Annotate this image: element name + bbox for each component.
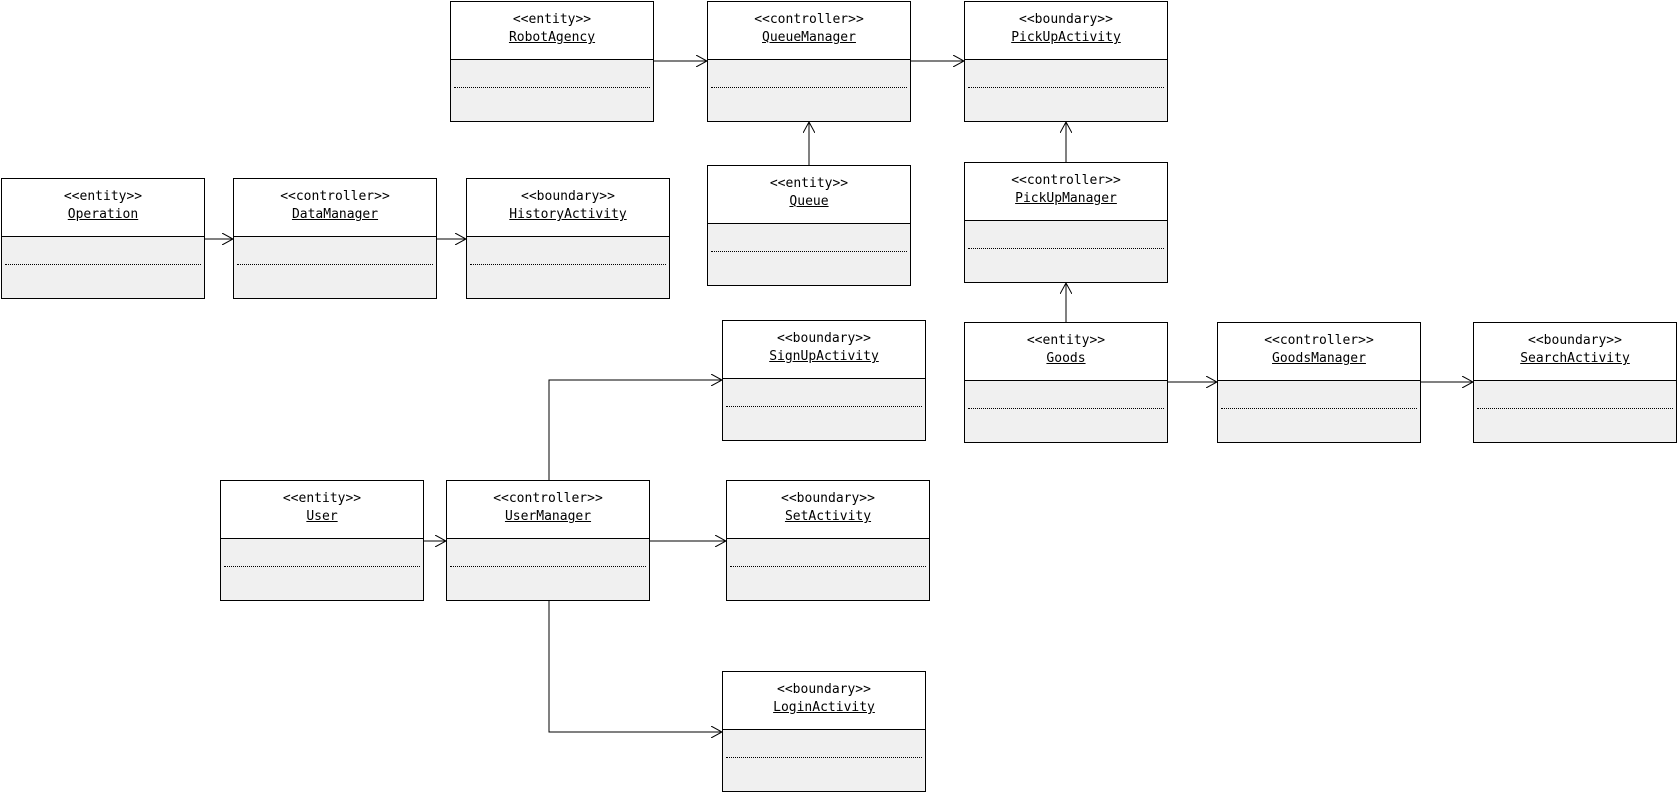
class-goodsmanager[interactable]: <<controller>> GoodsManager	[1217, 322, 1421, 443]
class-header: <<boundary>> SetActivity	[727, 481, 929, 539]
stereotype-label: <<controller>>	[754, 12, 864, 27]
attributes-compartment	[968, 60, 1164, 88]
attributes-compartment	[470, 237, 666, 265]
class-name: PickUpActivity	[1011, 30, 1121, 45]
class-name: Operation	[67, 207, 139, 222]
class-queuemanager[interactable]: <<controller>> QueueManager	[707, 1, 911, 122]
class-header: <<entity>> Goods	[965, 323, 1167, 381]
stereotype-label: <<entity>>	[282, 491, 362, 506]
class-usermanager[interactable]: <<controller>> UserManager	[446, 480, 650, 601]
class-setactivity[interactable]: <<boundary>> SetActivity	[726, 480, 930, 601]
class-header: <<entity>> Queue	[708, 166, 910, 224]
class-header: <<entity>> RobotAgency	[451, 2, 653, 60]
stereotype-label: <<boundary>>	[1019, 12, 1113, 27]
class-operation[interactable]: <<entity>> Operation	[1, 178, 205, 299]
stereotype-label: <<boundary>>	[521, 189, 615, 204]
class-header: <<controller>> PickUpManager	[965, 163, 1167, 221]
class-header: <<entity>> User	[221, 481, 423, 539]
stereotype-label: <<boundary>>	[777, 331, 871, 346]
class-header: <<controller>> UserManager	[447, 481, 649, 539]
class-pickupmanager[interactable]: <<controller>> PickUpManager	[964, 162, 1168, 283]
class-name: RobotAgency	[508, 30, 596, 45]
class-name: SearchActivity	[1520, 351, 1630, 366]
link-usermanager-signupactivity	[548, 380, 722, 480]
stereotype-label: <<boundary>>	[1528, 333, 1622, 348]
attributes-compartment	[1221, 381, 1417, 409]
stereotype-label: <<entity>>	[1026, 333, 1106, 348]
class-datamanager[interactable]: <<controller>> DataManager	[233, 178, 437, 299]
class-searchactivity[interactable]: <<boundary>> SearchActivity	[1473, 322, 1677, 443]
class-user[interactable]: <<entity>> User	[220, 480, 424, 601]
class-name: SignUpActivity	[769, 349, 879, 364]
class-name: GoodsManager	[1272, 351, 1366, 366]
attributes-compartment	[224, 539, 420, 567]
class-header: <<controller>> QueueManager	[708, 2, 910, 60]
class-signupactivity[interactable]: <<boundary>> SignUpActivity	[722, 320, 926, 441]
class-name: DataManager	[291, 207, 379, 222]
class-goods[interactable]: <<entity>> Goods	[964, 322, 1168, 443]
attributes-compartment	[726, 379, 922, 407]
link-usermanager-loginactivity	[548, 601, 722, 732]
attributes-compartment	[5, 237, 201, 265]
class-name: User	[306, 509, 338, 524]
stereotype-label: <<controller>>	[280, 189, 390, 204]
attributes-compartment	[711, 224, 907, 252]
attributes-compartment	[968, 221, 1164, 249]
attributes-compartment	[237, 237, 433, 265]
class-robotagency[interactable]: <<entity>> RobotAgency	[450, 1, 654, 122]
stereotype-label: <<controller>>	[1011, 173, 1121, 188]
stereotype-label: <<entity>>	[512, 12, 592, 27]
class-header: <<boundary>> SignUpActivity	[723, 321, 925, 379]
attributes-compartment	[711, 60, 907, 88]
stereotype-label: <<boundary>>	[781, 491, 875, 506]
class-name: QueueManager	[762, 30, 856, 45]
attributes-compartment	[968, 381, 1164, 409]
class-header: <<controller>> GoodsManager	[1218, 323, 1420, 381]
stereotype-label: <<controller>>	[1264, 333, 1374, 348]
class-header: <<boundary>> SearchActivity	[1474, 323, 1676, 381]
class-header: <<controller>> DataManager	[234, 179, 436, 237]
class-header: <<boundary>> LoginActivity	[723, 672, 925, 730]
class-queue[interactable]: <<entity>> Queue	[707, 165, 911, 286]
class-header: <<boundary>> HistoryActivity	[467, 179, 669, 237]
class-name: HistoryActivity	[509, 207, 627, 222]
class-name: Goods	[1046, 351, 1086, 366]
attributes-compartment	[454, 60, 650, 88]
class-pickupactivity[interactable]: <<boundary>> PickUpActivity	[964, 1, 1168, 122]
stereotype-label: <<boundary>>	[777, 682, 871, 697]
class-loginactivity[interactable]: <<boundary>> LoginActivity	[722, 671, 926, 792]
class-name: LoginActivity	[773, 700, 875, 715]
class-name: SetActivity	[784, 509, 872, 524]
stereotype-label: <<entity>>	[769, 176, 849, 191]
class-name: PickUpManager	[1015, 191, 1117, 206]
attributes-compartment	[1477, 381, 1673, 409]
class-name: UserManager	[504, 509, 592, 524]
attributes-compartment	[726, 730, 922, 758]
attributes-compartment	[450, 539, 646, 567]
stereotype-label: <<entity>>	[63, 189, 143, 204]
class-header: <<boundary>> PickUpActivity	[965, 2, 1167, 60]
class-header: <<entity>> Operation	[2, 179, 204, 237]
class-historyactivity[interactable]: <<boundary>> HistoryActivity	[466, 178, 670, 299]
attributes-compartment	[730, 539, 926, 567]
stereotype-label: <<controller>>	[493, 491, 603, 506]
class-name: Queue	[789, 194, 829, 209]
